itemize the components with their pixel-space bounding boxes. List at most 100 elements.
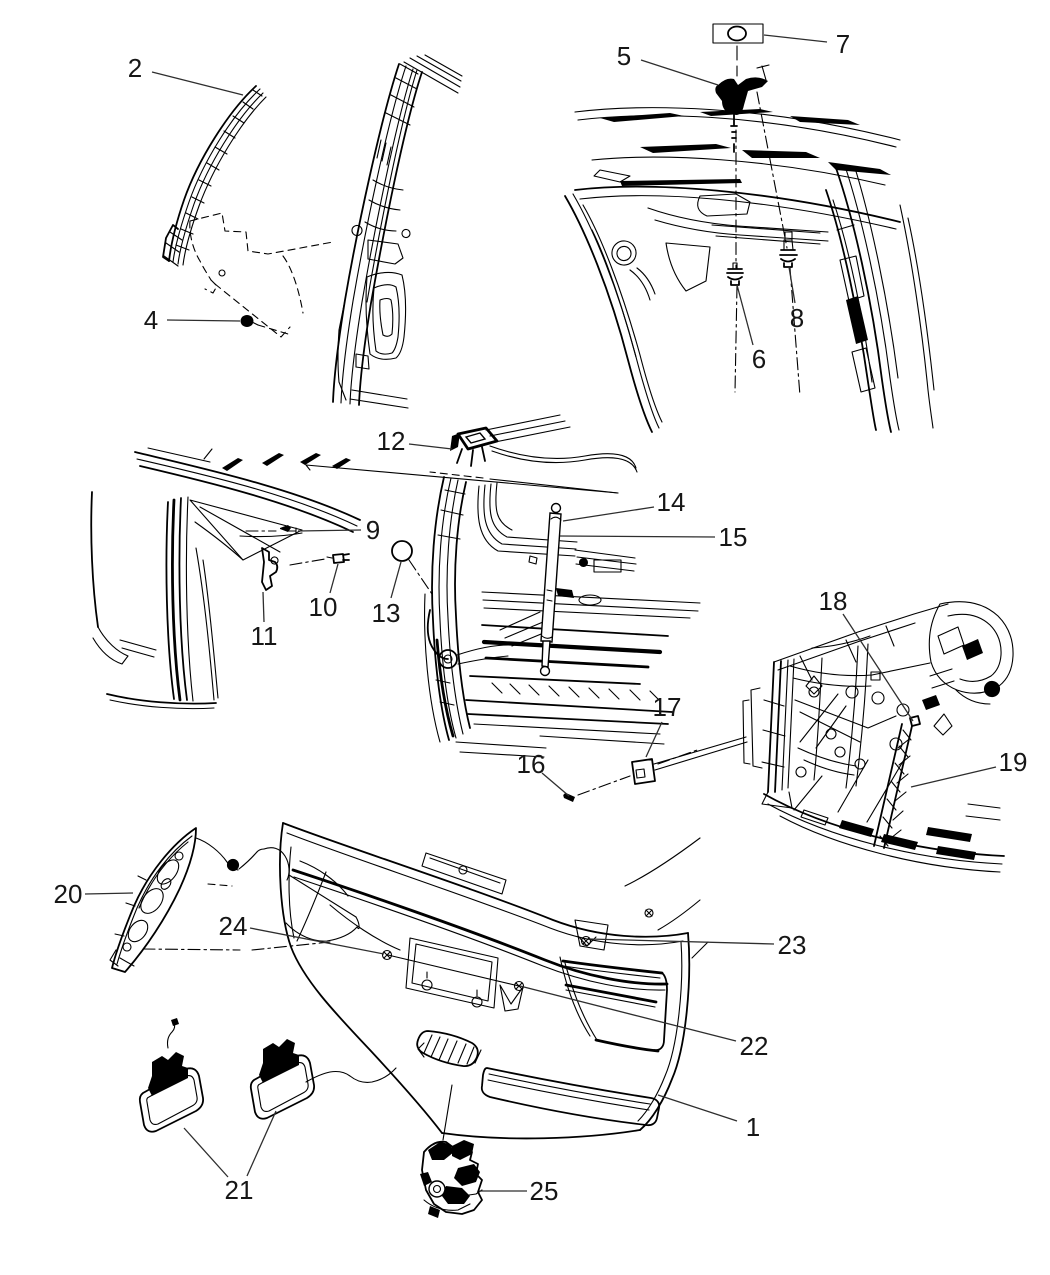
part-11-bracket-drawing (261, 547, 279, 591)
part-20-taillamp-drawing (109, 827, 331, 973)
leader-line-10 (329, 563, 339, 594)
callout-label-9: 9 (366, 515, 380, 545)
callout-label-1: 1 (746, 1112, 760, 1142)
leader-line-1 (657, 1094, 738, 1122)
part-7-plate-drawing (712, 23, 764, 44)
part-18-clip-drawing (909, 715, 921, 727)
leader-line-8 (788, 266, 796, 304)
part-2-applique-drawing (162, 85, 267, 267)
leader-line-24 (249, 927, 385, 955)
part-10-screw-drawing (289, 553, 350, 566)
callout-label-23: 23 (778, 930, 807, 960)
callout-6: 6 (736, 284, 766, 374)
part-12-hinge-drawing (450, 414, 638, 473)
leader-line-2 (151, 71, 244, 96)
leader-line-15 (559, 535, 716, 538)
callout-13: 13 (372, 561, 402, 628)
leader-line-14 (562, 506, 655, 522)
body-fragment-drawing (624, 837, 709, 959)
callout-label-10: 10 (309, 592, 338, 622)
part-1-liftgate-panel-drawing (263, 822, 691, 1140)
callout-18: 18 (819, 586, 914, 722)
part-5-hinge-drawing (715, 64, 770, 153)
callout-14: 14 (562, 487, 685, 522)
leader-line-9 (297, 529, 362, 532)
callout-11: 11 (251, 591, 278, 651)
bodyside-drawing (90, 447, 361, 710)
callout-label-16: 16 (517, 749, 546, 779)
leader-line-12 (408, 443, 453, 450)
callout-label-19: 19 (999, 747, 1028, 777)
roof-panel-drawing (574, 107, 901, 230)
figure-liftgate-outer (109, 822, 709, 1218)
part-19-strap-drawing (873, 723, 913, 849)
leader-line-23 (588, 938, 775, 945)
callout-label-5: 5 (617, 41, 631, 71)
callout-label-25: 25 (530, 1176, 559, 1206)
callout-label-6: 6 (752, 344, 766, 374)
callout-label-21: 21 (225, 1175, 254, 1205)
callout-label-22: 22 (740, 1031, 769, 1061)
callout-5: 5 (617, 41, 719, 86)
callout-12: 12 (377, 426, 453, 456)
part-4-clip-drawing (240, 315, 289, 335)
callout-23: 23 (588, 930, 807, 960)
callout-1: 1 (657, 1094, 760, 1142)
part-9-pin-drawing (245, 525, 297, 535)
leader-line-21 (183, 1127, 229, 1178)
leader-line-17 (645, 721, 663, 758)
callout-15: 15 (559, 522, 748, 552)
liftgate-frame-drawing (825, 165, 935, 433)
callout-label-13: 13 (372, 598, 401, 628)
callout-label-15: 15 (719, 522, 748, 552)
callout-19: 19 (910, 747, 1028, 788)
part-21-handles-drawing (138, 1018, 397, 1133)
callout-22: 22 (519, 985, 769, 1061)
callout-7: 7 (763, 29, 850, 59)
leader-line-6 (736, 284, 754, 346)
centerline-6b (734, 285, 738, 393)
callout-25: 25 (479, 1176, 558, 1206)
leader-line-5 (640, 59, 719, 86)
callout-16: 16 (517, 749, 570, 797)
part-17-connector-drawing (631, 736, 748, 785)
callout-10: 10 (309, 563, 339, 622)
figure-bodyside (90, 447, 361, 710)
body-opening-drawing (564, 193, 829, 433)
callout-9: 9 (297, 515, 380, 545)
leader-line-4 (166, 319, 241, 322)
callout-label-24: 24 (219, 911, 248, 941)
figure-body-corner (742, 601, 1014, 873)
callout-label-2: 2 (128, 53, 142, 83)
part-25-latch-drawing (420, 1084, 483, 1218)
leader-line-11 (262, 591, 265, 623)
part-8-screw-drawing (779, 231, 798, 268)
quarter-trim-phantom-outline (189, 212, 334, 338)
callout-24: 24 (219, 911, 385, 955)
liftgate-inner-panel-drawing (424, 476, 701, 758)
leader-line-7 (763, 34, 828, 43)
callout-label-12: 12 (377, 426, 406, 456)
callout-label-18: 18 (819, 586, 848, 616)
leader-line-21 (246, 1110, 277, 1177)
callout-2: 2 (128, 53, 244, 96)
callout-20: 20 (54, 879, 134, 909)
callout-17: 17 (645, 692, 681, 758)
centerline-8 (756, 91, 788, 249)
figure-pillar-applique (162, 54, 463, 409)
leader-line-13 (390, 561, 402, 599)
body-corner-panel-drawing (742, 601, 1014, 873)
figure-liftgate-inner (305, 414, 748, 802)
part-6-screw-drawing (726, 262, 744, 286)
callout-4: 4 (144, 305, 241, 335)
callout-label-20: 20 (54, 879, 83, 909)
part-13-plug-drawing (391, 540, 433, 595)
centerline-8b (789, 267, 801, 397)
leader-line-19 (910, 766, 997, 788)
figure-roof-hinge (564, 23, 935, 433)
part-14-strut-drawing (539, 502, 562, 677)
callout-8: 8 (788, 266, 804, 333)
